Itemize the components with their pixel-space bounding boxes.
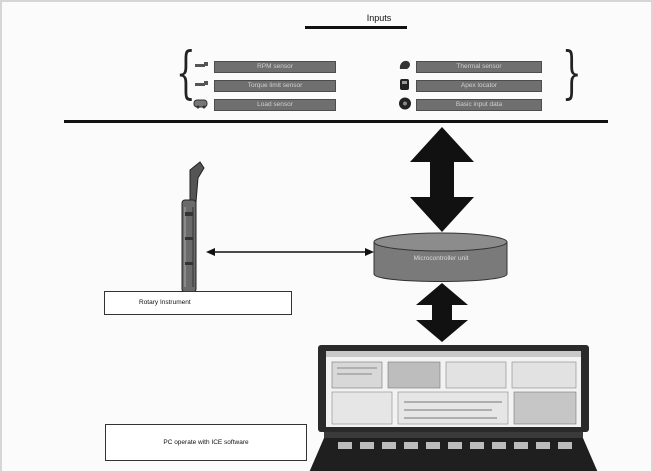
rotary-instrument-image <box>182 162 204 292</box>
laptop-image <box>308 345 599 473</box>
instrument-controller-arrow <box>206 248 374 256</box>
controller-pc-arrow <box>416 283 468 342</box>
inputs-controller-arrow <box>410 127 474 232</box>
rotary-instrument-label: Rotary Instrument <box>104 291 292 315</box>
pc-label: PC operate with ICE software <box>105 424 307 461</box>
rotary-instrument-text: Rotary Instrument <box>139 299 191 306</box>
pc-label-text: PC operate with ICE software <box>163 439 248 446</box>
controller-label: Microcontroller unit <box>394 255 488 262</box>
